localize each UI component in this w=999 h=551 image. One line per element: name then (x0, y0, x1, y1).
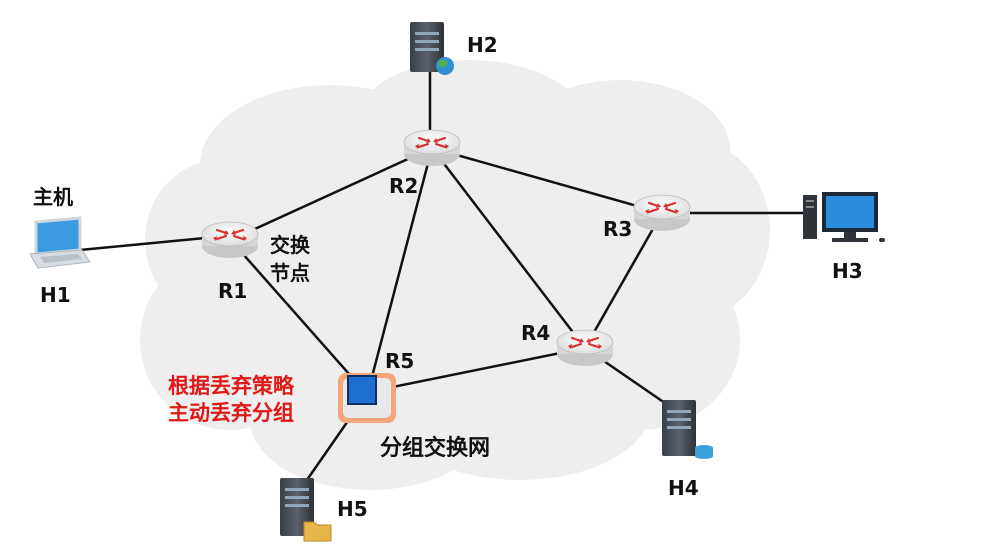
link-r3-r4 (583, 212, 664, 349)
links (79, 70, 805, 491)
router-label-r3: R3 (603, 217, 632, 241)
file-server-icon (280, 478, 332, 542)
router-r5-highlighted (338, 373, 396, 423)
router-r4 (555, 328, 615, 368)
link-h1-r1 (79, 236, 206, 252)
switch-node-label-line2: 节点 (270, 261, 310, 285)
router-label-r5: R5 (385, 349, 414, 373)
link-r4-r5 (367, 346, 586, 394)
link-r1-r5 (234, 244, 366, 393)
desktop-computer-icon (803, 192, 885, 242)
host-label-h5: H5 (337, 497, 368, 521)
router-label-r1: R1 (218, 279, 247, 303)
link-r1-r2 (234, 146, 433, 240)
host-label-h1: H1 (40, 283, 71, 307)
host-label-h2: H2 (467, 33, 498, 57)
network-label: 分组交换网 (380, 435, 490, 461)
switch-node-label-line1: 交换 (270, 233, 311, 257)
link-r2-r3 (431, 146, 663, 215)
link-r2-r5 (366, 147, 434, 393)
router-r2 (402, 128, 462, 168)
drop-note-line1: 根据丢弃策略 (168, 374, 295, 398)
host-label-h4: H4 (668, 476, 699, 500)
drop-note-line2: 主动丢弃分组 (168, 401, 294, 425)
router-r1 (200, 220, 260, 260)
router-r3 (632, 193, 692, 233)
laptop-icon (29, 216, 91, 269)
host-caption: 主机 (33, 185, 73, 209)
link-r2-r4 (431, 147, 586, 349)
web-server-icon (410, 22, 454, 75)
router-label-r2: R2 (389, 174, 418, 198)
host-label-h3: H3 (832, 259, 863, 283)
router-label-r4: R4 (521, 321, 550, 345)
database-server-icon (662, 400, 713, 459)
